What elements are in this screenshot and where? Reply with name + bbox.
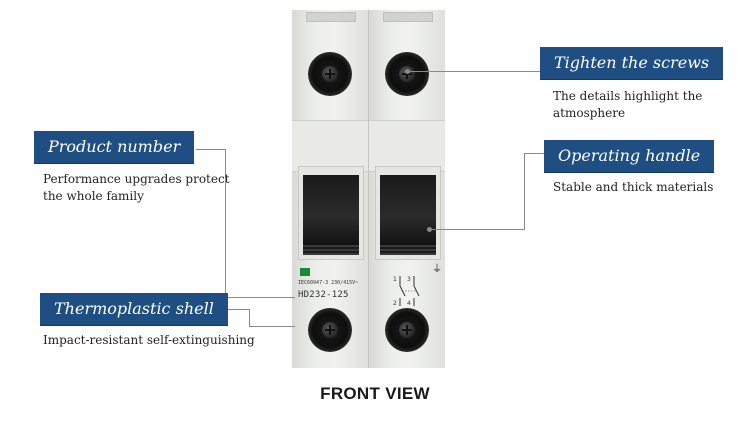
top-ridge (383, 12, 433, 22)
screw-icon (399, 66, 415, 82)
top-right-terminal (385, 52, 429, 96)
terminal-label: 3 (407, 276, 411, 283)
breaker-midsection (292, 120, 368, 172)
view-caption: FRONT VIEW (320, 384, 430, 403)
desc-line: Performance upgrades protect (43, 172, 230, 186)
leader-line-product-v (225, 149, 226, 297)
status-indicator (300, 268, 310, 276)
handle-grip (380, 245, 436, 255)
earth-symbol-icon: ⏚ (432, 264, 442, 275)
leader-line-product-h2 (225, 297, 295, 298)
leader-line-shell-h2 (249, 326, 295, 327)
operating-handle (303, 175, 359, 245)
terminal-label: 1 (393, 276, 397, 283)
screw-icon (322, 322, 338, 338)
callout-operating-handle: Operating handle (544, 140, 715, 172)
callout-product-number-desc: Performance upgrades protect the whole f… (43, 171, 230, 205)
switch-schematic: 1 3 2 4 (392, 272, 428, 310)
handle-grip (303, 245, 359, 255)
callout-thermoplastic-shell-desc: Impact-resistant self-extinguishing (43, 333, 255, 347)
leader-line-handle-h (524, 153, 544, 154)
product-marking: IEC60947-3 230/415V~ HD232-125 (296, 268, 366, 312)
switch-schematic-icon (399, 276, 420, 306)
leader-line-handle-v (524, 153, 525, 229)
callout-tighten-screws: Tighten the screws (540, 47, 724, 79)
top-left-terminal (308, 52, 352, 96)
leader-line-product-h (196, 149, 226, 150)
leader-dot (427, 227, 432, 232)
right-handle-window (375, 166, 441, 260)
desc-line: atmosphere (553, 106, 626, 120)
leader-line-handle-h2 (430, 229, 525, 230)
model-number: HD232-125 (298, 290, 349, 300)
leader-line-shell-v (249, 309, 250, 326)
terminal-label: 2 (393, 300, 397, 307)
leader-dot (405, 69, 410, 74)
screw-icon (399, 322, 415, 338)
desc-line: The details highlight the (553, 89, 703, 103)
screw-icon (322, 66, 338, 82)
leader-line-shell-h (210, 309, 250, 310)
callout-operating-handle-desc: Stable and thick materials (553, 180, 714, 194)
desc-line: the whole family (43, 189, 144, 203)
leader-line-screws (408, 71, 540, 72)
terminal-label: 4 (407, 300, 411, 307)
operating-handle (380, 175, 436, 245)
callout-thermoplastic-shell: Thermoplastic shell (40, 293, 228, 325)
top-ridge (306, 12, 356, 22)
left-handle-window (298, 166, 364, 260)
bottom-left-terminal (308, 308, 352, 352)
bottom-right-terminal (385, 308, 429, 352)
callout-tighten-screws-desc: The details highlight the atmosphere (553, 88, 702, 122)
breaker-midsection (369, 120, 445, 172)
callout-product-number: Product number (34, 131, 195, 163)
circuit-breaker-image: IEC60947-3 230/415V~ HD232-125 1 3 2 4 ⏚ (292, 10, 446, 368)
standard-marking: IEC60947-3 230/415V~ (298, 280, 359, 286)
